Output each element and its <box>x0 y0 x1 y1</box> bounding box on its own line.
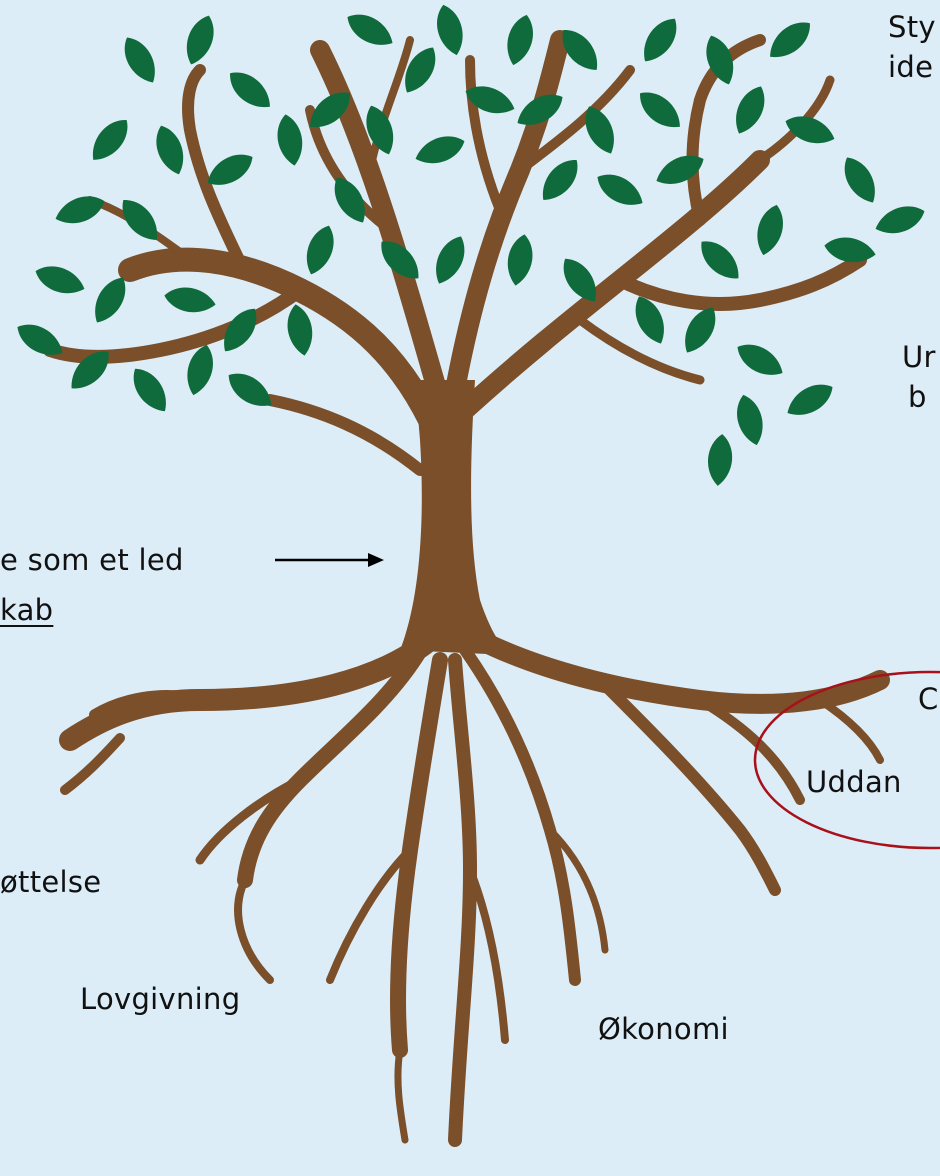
label-root-right: C <box>918 680 939 718</box>
label-trunk-line2: kab <box>0 591 53 629</box>
label-bottom-right: Økonomi <box>598 1010 729 1048</box>
tree-trunk <box>400 380 510 655</box>
tree-roots <box>65 640 880 1140</box>
label-top-right-line2: ide <box>888 48 933 86</box>
label-top-right-line1: Sty <box>888 8 936 46</box>
label-root-left: øttelse <box>0 863 101 901</box>
label-bottom-left: Lovgivning <box>80 980 240 1018</box>
trunk-arrow <box>275 553 384 567</box>
label-highlight: Uddan <box>806 763 902 801</box>
label-mid-right-line2: b <box>908 378 927 416</box>
label-mid-right-line1: Ur <box>902 338 936 376</box>
label-trunk-line1: e som et led <box>0 541 184 579</box>
